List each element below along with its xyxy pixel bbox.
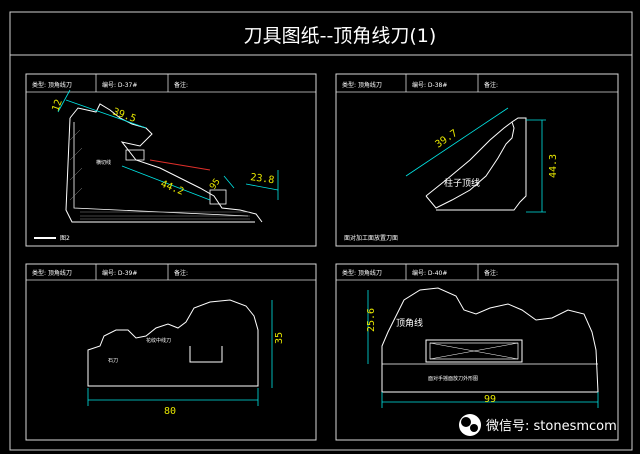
dimension-label: 39.5 bbox=[111, 106, 137, 125]
panel-3: 类型: 顶角线刀 编号: D-39# 备注: 80 35 花纹中线刀 石刀 bbox=[25, 263, 317, 441]
note-label: 备注: bbox=[484, 269, 498, 277]
scale-label: 图2 bbox=[60, 235, 70, 242]
dimension-label: 23.8 bbox=[250, 172, 275, 186]
profile-drawing bbox=[65, 103, 263, 223]
wechat-icon-bubble bbox=[470, 424, 478, 432]
code-label: 编号: D-37# bbox=[102, 81, 137, 89]
panel-frame bbox=[25, 73, 317, 247]
panel-frame bbox=[335, 263, 619, 441]
dimension-lines bbox=[57, 89, 279, 201]
dimension-label: 25.6 bbox=[366, 308, 377, 332]
profile-label: 花纹中线刀 bbox=[146, 337, 171, 344]
note-label: 备注: bbox=[484, 81, 498, 89]
profile-drawing bbox=[381, 287, 599, 393]
panel-2: 类型: 顶角线刀 编号: D-38# 备注: 39.7 44.3 柱子顶线 面对… bbox=[335, 73, 619, 247]
dimension-lines bbox=[87, 300, 273, 406]
sheet-title: 刀具图纸--顶角线刀(1) bbox=[244, 25, 437, 47]
note-label: 备注: bbox=[174, 269, 188, 277]
code-label: 编号: D-39# bbox=[102, 269, 137, 277]
panel-frame bbox=[25, 263, 317, 441]
drawing-border bbox=[9, 11, 633, 451]
profile-drawing bbox=[425, 117, 527, 211]
profile-label: 横切线 bbox=[96, 159, 111, 166]
panel-1: 类型: 顶角线刀 编号: D-37# 备注: bbox=[25, 73, 317, 247]
panel-4: 类型: 顶角线刀 编号: D-40# 备注: 99 25.6 顶角线 面对手摇面… bbox=[335, 263, 619, 441]
dimension-label: 12 bbox=[50, 98, 64, 113]
dimension-label: 99 bbox=[484, 394, 496, 405]
dimension-label: 35 bbox=[274, 332, 285, 344]
profile-label: 柱子顶线 bbox=[444, 177, 480, 189]
box-diagonal bbox=[429, 342, 519, 360]
center-box-inner bbox=[429, 342, 519, 360]
profile-label: 顶角线 bbox=[396, 317, 423, 329]
type-label: 类型: 顶角线刀 bbox=[32, 81, 72, 89]
type-label: 类型: 顶角线刀 bbox=[32, 269, 72, 277]
dimension-label: 44.2 bbox=[159, 179, 185, 198]
center-box bbox=[425, 339, 523, 363]
wechat-icon-bubble bbox=[461, 417, 471, 427]
code-label: 编号: D-38# bbox=[412, 81, 447, 89]
type-label: 类型: 顶角线刀 bbox=[342, 269, 382, 277]
watermark-text: 微信号: stonesmcom bbox=[486, 419, 617, 434]
panel-frame bbox=[335, 73, 619, 247]
dimension-label: 39.7 bbox=[434, 128, 460, 151]
side-label: 石刀 bbox=[108, 358, 118, 364]
dimension-lines bbox=[405, 107, 546, 213]
profile-drawing bbox=[87, 299, 259, 387]
dimension-label: 44.3 bbox=[548, 154, 559, 178]
wechat-watermark: 微信号: stonesmcom bbox=[459, 414, 617, 436]
footer-note: 面对加工面放置刀面 bbox=[344, 234, 398, 242]
dimension-lines bbox=[367, 290, 599, 408]
dimension-label: 95 bbox=[208, 177, 222, 192]
type-label: 类型: 顶角线刀 bbox=[342, 81, 382, 89]
note-label: 备注: bbox=[174, 81, 188, 89]
code-label: 编号: D-40# bbox=[412, 269, 447, 277]
dimension-label: 80 bbox=[164, 406, 176, 417]
footer-note: 面对手摇面放刀外形图 bbox=[428, 375, 478, 382]
